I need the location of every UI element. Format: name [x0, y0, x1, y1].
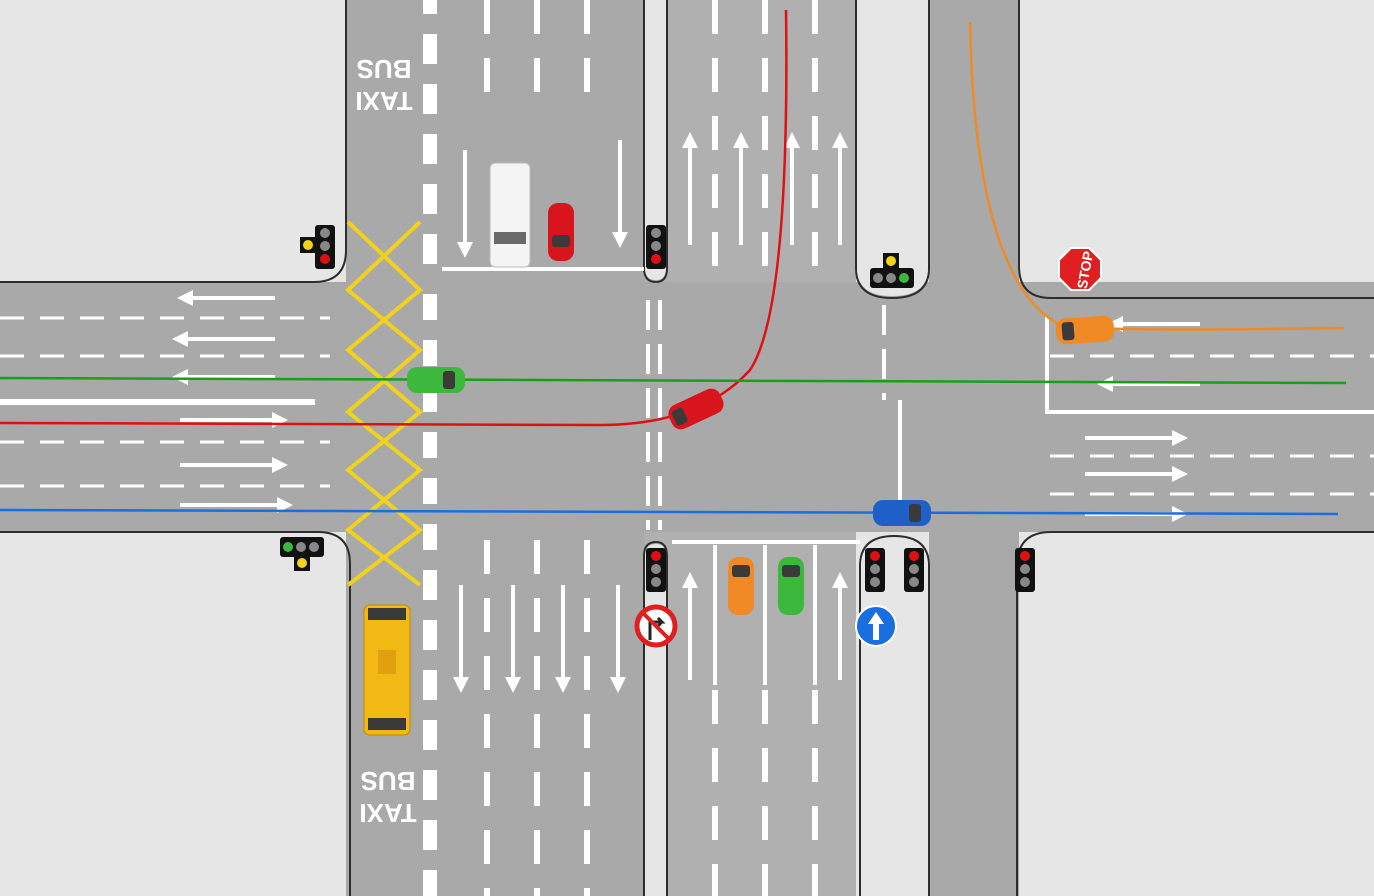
traffic-light-south-right-1	[865, 548, 885, 592]
stop-sign-text: STOP	[1074, 250, 1096, 290]
traffic-light-nw-bus	[300, 225, 335, 269]
red-path	[0, 9, 788, 427]
white-van[interactable]	[489, 162, 531, 268]
bus-lane-text-taxi: TAXI	[355, 86, 412, 116]
stop-sign: STOP	[1058, 247, 1102, 291]
lane-arrows	[172, 132, 1200, 693]
traffic-light-north-center	[646, 225, 666, 269]
blue-path	[0, 508, 1339, 516]
traffic-light-north-right	[870, 253, 914, 288]
no-left-turn-sign	[634, 604, 678, 648]
bus-taxi-marking-top: BUS TAXI	[355, 54, 412, 116]
yellow-bus[interactable]	[363, 604, 411, 736]
bus-lane-text-taxi: TAXI	[359, 798, 416, 828]
traffic-light-sw-bus	[280, 537, 324, 571]
lane-dashes-north	[484, 0, 818, 896]
red-car-north[interactable]	[548, 203, 574, 261]
ahead-only-sign	[855, 605, 897, 647]
blue-car[interactable]	[873, 500, 931, 526]
bus-lane-text-bus: BUS	[357, 54, 412, 84]
traffic-light-south-right-2	[904, 548, 924, 592]
bus-lane-boundary	[423, 0, 437, 896]
lane-dashes-west	[0, 316, 1374, 496]
orange-car-south[interactable]	[728, 557, 754, 615]
red-car-turning[interactable]	[665, 385, 727, 432]
orange-car-east[interactable]	[1055, 315, 1115, 345]
green-car-south[interactable]	[778, 557, 804, 615]
traffic-light-se	[1015, 548, 1035, 592]
yellow-box-junction	[344, 220, 424, 587]
bus-taxi-marking-bottom: BUS TAXI	[359, 766, 416, 828]
bus-lane-text-bus: BUS	[361, 766, 416, 796]
traffic-light-south-center	[646, 548, 666, 592]
lane-lines-south-queue	[713, 545, 817, 685]
up-arrow-icon	[868, 612, 884, 640]
green-car-west[interactable]	[407, 367, 465, 393]
green-path	[0, 376, 1347, 385]
no-left-turn-icon	[641, 611, 671, 641]
